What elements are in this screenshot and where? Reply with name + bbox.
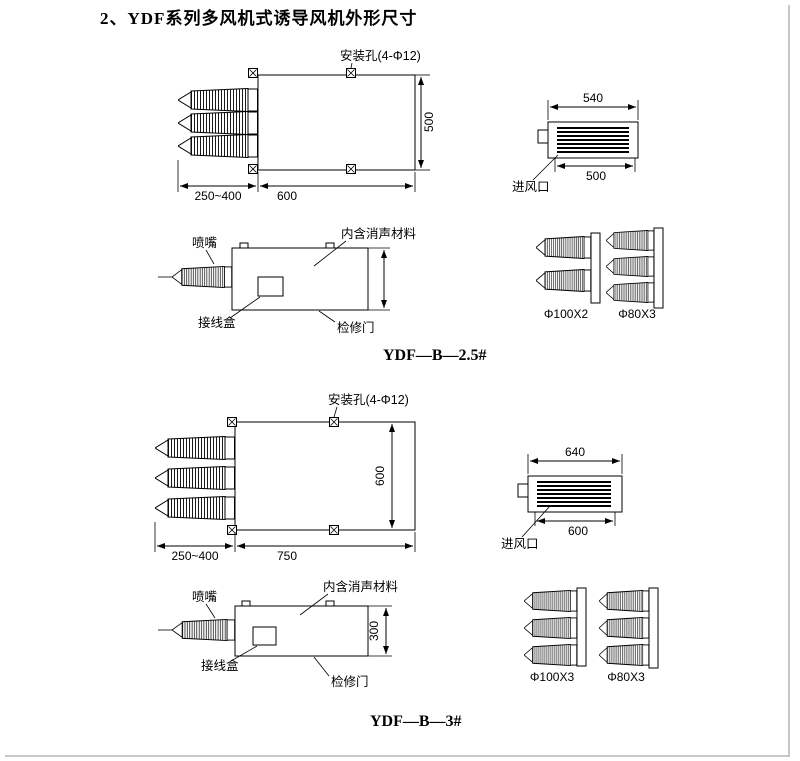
dim-inlet-outer: 540 bbox=[583, 91, 603, 105]
nozzle-front bbox=[524, 590, 577, 612]
access-door-label: 检修门 bbox=[337, 320, 375, 335]
nozzle-front-views-1: Φ100X2 Φ80X3 bbox=[536, 227, 664, 321]
model-caption: YDF—B—2.5# bbox=[383, 347, 487, 364]
nozzle-front bbox=[606, 282, 654, 303]
dim-vertical-1: 500 bbox=[415, 74, 436, 171]
nozzle-front bbox=[599, 590, 649, 612]
nozzle-plan bbox=[155, 496, 235, 520]
nozzle-front bbox=[536, 236, 591, 259]
dim-side-height-1 bbox=[368, 247, 390, 311]
nozzle-plan bbox=[178, 134, 258, 158]
mounting-hole-label: 安装孔(4-Φ12) bbox=[328, 392, 409, 407]
nozzle-spec-right: Φ80X3 bbox=[618, 307, 656, 321]
page-edge-lines bbox=[5, 5, 790, 757]
dim-horizontal-1: 250~400 600 bbox=[177, 160, 416, 203]
inlet-view-1: 540 500 进风口 bbox=[512, 91, 639, 194]
nozzle-plan bbox=[155, 436, 235, 460]
dim-inlet-inner: 600 bbox=[568, 524, 588, 538]
inlet-grille bbox=[537, 481, 611, 507]
nozzle-front bbox=[536, 269, 591, 292]
page-title: 2、YDF系列多风机式诱导风机外形尺寸 bbox=[100, 8, 417, 28]
nozzle-spec-left: Φ100X2 bbox=[544, 307, 589, 321]
nozzle-front-views-2: Φ100X3 Φ80X3 bbox=[524, 587, 659, 684]
mounting-hole-marker bbox=[248, 68, 258, 78]
model-caption: YDF—B—3# bbox=[370, 713, 462, 730]
mounting-hole-label: 安装孔(4-Φ12) bbox=[340, 48, 421, 63]
dim-body-width: 500 bbox=[422, 112, 436, 132]
silencer-label: 内含消声材料 bbox=[341, 226, 417, 241]
nozzle-cluster-phi80: Φ80X3 bbox=[606, 227, 664, 321]
panel-ydf-b-2-5: 安装孔(4-Φ12) 250~400 600 500 bbox=[158, 48, 664, 364]
junction-box bbox=[252, 626, 277, 646]
junction-box bbox=[257, 276, 284, 297]
plan-view-1: 安装孔(4-Φ12) 250~400 600 500 bbox=[177, 48, 436, 203]
dim-nozzle-length: 250~400 bbox=[171, 549, 218, 563]
nozzle-side bbox=[172, 266, 232, 288]
inlet-view-2: 640 600 进风口 bbox=[501, 445, 623, 551]
junction-box-label: 接线盒 bbox=[201, 658, 239, 673]
junction-box-label: 接线盒 bbox=[198, 315, 236, 330]
nozzle-spec-left: Φ100X3 bbox=[530, 670, 575, 684]
dim-horizontal-2: 250~400 750 bbox=[154, 522, 416, 563]
mounting-hole-marker bbox=[346, 68, 356, 78]
inlet-duct-stub bbox=[537, 129, 549, 144]
dim-vertical-2: 600 bbox=[373, 424, 395, 528]
nozzle-front bbox=[606, 256, 654, 277]
air-inlet-label: 进风口 bbox=[501, 537, 539, 551]
nozzle-plan bbox=[178, 88, 258, 112]
nozzle-front bbox=[524, 617, 577, 639]
dim-inlet-inner: 500 bbox=[586, 169, 606, 183]
dim-body-width: 600 bbox=[373, 466, 387, 486]
nozzle-cluster-phi100: Φ100X2 bbox=[536, 232, 601, 321]
mounting-hole-marker bbox=[346, 164, 356, 174]
air-inlet-label: 进风口 bbox=[512, 180, 550, 194]
side-view-2: 喷嘴 接线盒 内含消声材料 检修门 300 bbox=[158, 579, 399, 689]
dim-inlet-outer: 640 bbox=[565, 445, 585, 459]
nozzle-side bbox=[172, 619, 235, 641]
dim-body-length: 750 bbox=[277, 549, 297, 563]
side-view-1: 喷嘴 接线盒 内含消声材料 检修门 bbox=[158, 226, 417, 335]
nozzle-spec-right: Φ80X3 bbox=[607, 670, 645, 684]
nozzle-front bbox=[599, 617, 649, 639]
nozzle-cluster-phi80: Φ80X3 bbox=[599, 587, 659, 684]
mounting-hole-marker bbox=[329, 417, 339, 427]
nozzle-front bbox=[606, 230, 654, 251]
mounting-hole-marker bbox=[329, 525, 339, 535]
nozzle-front bbox=[599, 644, 649, 666]
mounting-hole-marker bbox=[248, 164, 258, 174]
mounting-hole-marker bbox=[227, 417, 237, 427]
nozzle-label: 喷嘴 bbox=[192, 590, 218, 604]
nozzle-front bbox=[524, 644, 577, 666]
silencer-label: 内含消声材料 bbox=[323, 579, 399, 594]
nozzle-cluster-phi100: Φ100X3 bbox=[524, 587, 587, 684]
dim-nozzle-length: 250~400 bbox=[194, 189, 241, 203]
inlet-duct-stub bbox=[517, 483, 529, 498]
plan-view-2: 安装孔(4-Φ12) 250~400 750 600 bbox=[154, 392, 416, 563]
inlet-grille bbox=[557, 127, 629, 153]
dim-side-height-2: 300 bbox=[367, 605, 392, 657]
dim-body-length: 600 bbox=[277, 189, 297, 203]
access-door-label: 检修门 bbox=[331, 674, 369, 689]
nozzle-plan bbox=[155, 466, 235, 490]
nozzle-plan bbox=[178, 111, 258, 135]
dim-side-height: 300 bbox=[367, 621, 381, 641]
panel-ydf-b-3: 安装孔(4-Φ12) 250~400 750 600 bbox=[154, 392, 659, 730]
nozzle-label: 喷嘴 bbox=[192, 236, 218, 250]
